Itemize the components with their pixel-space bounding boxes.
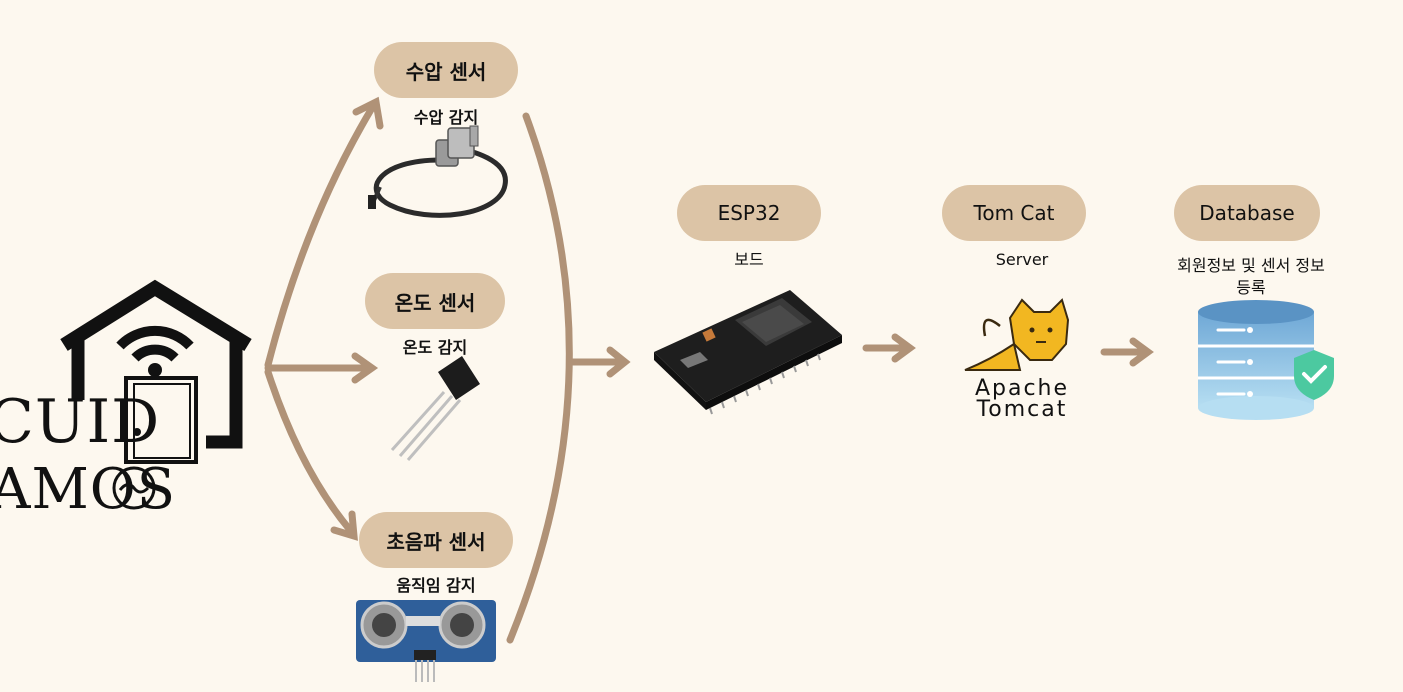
esp32-board-image	[654, 290, 842, 415]
ultrasonic-sensor-label: 초음파 센서	[359, 512, 513, 568]
arrow-to-tomcat	[862, 333, 916, 363]
pressure-sensor-label: 수압 센서	[374, 42, 518, 98]
tomcat-logo-icon	[964, 298, 1070, 371]
esp32-caption: 보드	[734, 250, 764, 269]
arrow-to-ultrasonic-sensor	[264, 368, 358, 541]
logo-text-line2: AMOS	[0, 457, 177, 522]
logo-text-line1: CUID	[0, 387, 161, 457]
ultrasonic-sensor-image	[356, 600, 496, 682]
arrow-to-pressure-sensor	[264, 96, 384, 369]
tomcat-label: Tom Cat	[942, 185, 1086, 241]
ultrasonic-sensor-caption: 움직임 감지	[396, 576, 476, 595]
tomcat-logo-text-line2: Tomcat	[976, 397, 1068, 422]
database-caption-line2: 등록	[1236, 278, 1266, 297]
temperature-sensor-label: 온도 센서	[365, 273, 505, 329]
temperature-sensor-image	[390, 352, 480, 461]
merge-bracket	[506, 112, 573, 644]
arrow-to-esp32	[568, 346, 631, 378]
database-caption-line1: 회원정보 및 센서 정보	[1177, 256, 1325, 275]
esp32-label: ESP32	[677, 185, 821, 241]
tomcat-caption: Server	[995, 250, 1049, 269]
shield-check-icon	[1294, 350, 1334, 400]
house-logo-icon	[60, 279, 252, 510]
pressure-sensor-caption: 수압 감지	[413, 108, 479, 127]
tomcat-logo-text-line1: Apache	[974, 376, 1070, 401]
database-label: Database	[1174, 185, 1320, 241]
pressure-sensor-image	[368, 125, 508, 218]
temperature-sensor-caption: 온도 감지	[402, 338, 468, 357]
arrow-to-temperature-sensor	[264, 352, 379, 384]
arrow-to-database	[1100, 337, 1154, 367]
